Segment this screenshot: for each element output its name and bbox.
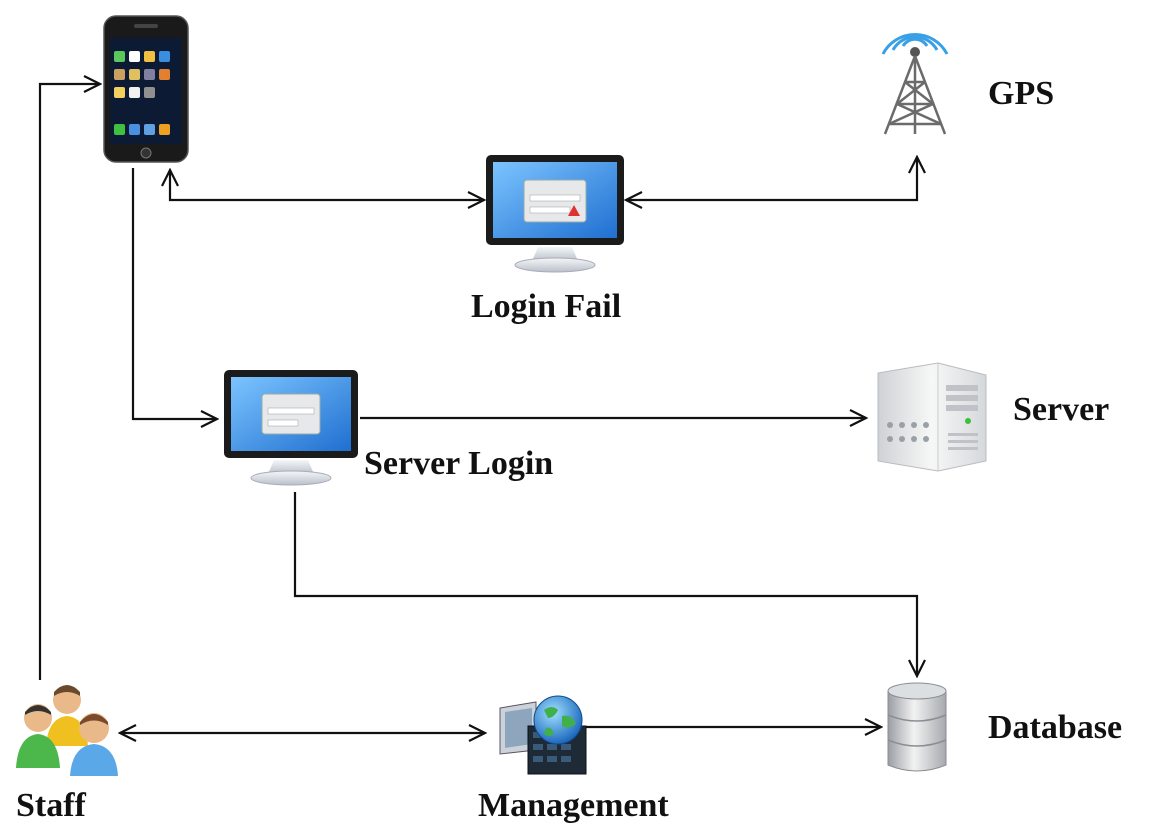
connector-phone-serverlogin <box>131 168 217 419</box>
connector-loginfail-gps <box>626 157 917 200</box>
server-login-label: Server Login <box>364 445 553 482</box>
monitor-login-icon <box>224 370 358 486</box>
connector-staff-phone <box>38 84 100 680</box>
gps-label: GPS <box>988 75 1054 112</box>
staff-label: Staff <box>16 787 87 824</box>
server-tower-icon <box>877 362 987 472</box>
radio-tower-icon <box>881 32 949 135</box>
login-fail-label: Login Fail <box>471 288 621 325</box>
monitor-login-icon <box>486 155 624 273</box>
smartphone-icon <box>103 15 189 163</box>
connector-serverlogin-database <box>293 492 917 676</box>
network-computer-globe-icon <box>499 695 587 775</box>
database-label: Database <box>988 709 1122 746</box>
connections <box>38 84 917 733</box>
management-label: Management <box>478 787 669 824</box>
database-cylinder-icon <box>887 682 947 772</box>
people-group-icon <box>16 685 118 776</box>
connector-phone-loginfail <box>170 170 484 200</box>
server-label: Server <box>1013 391 1109 428</box>
